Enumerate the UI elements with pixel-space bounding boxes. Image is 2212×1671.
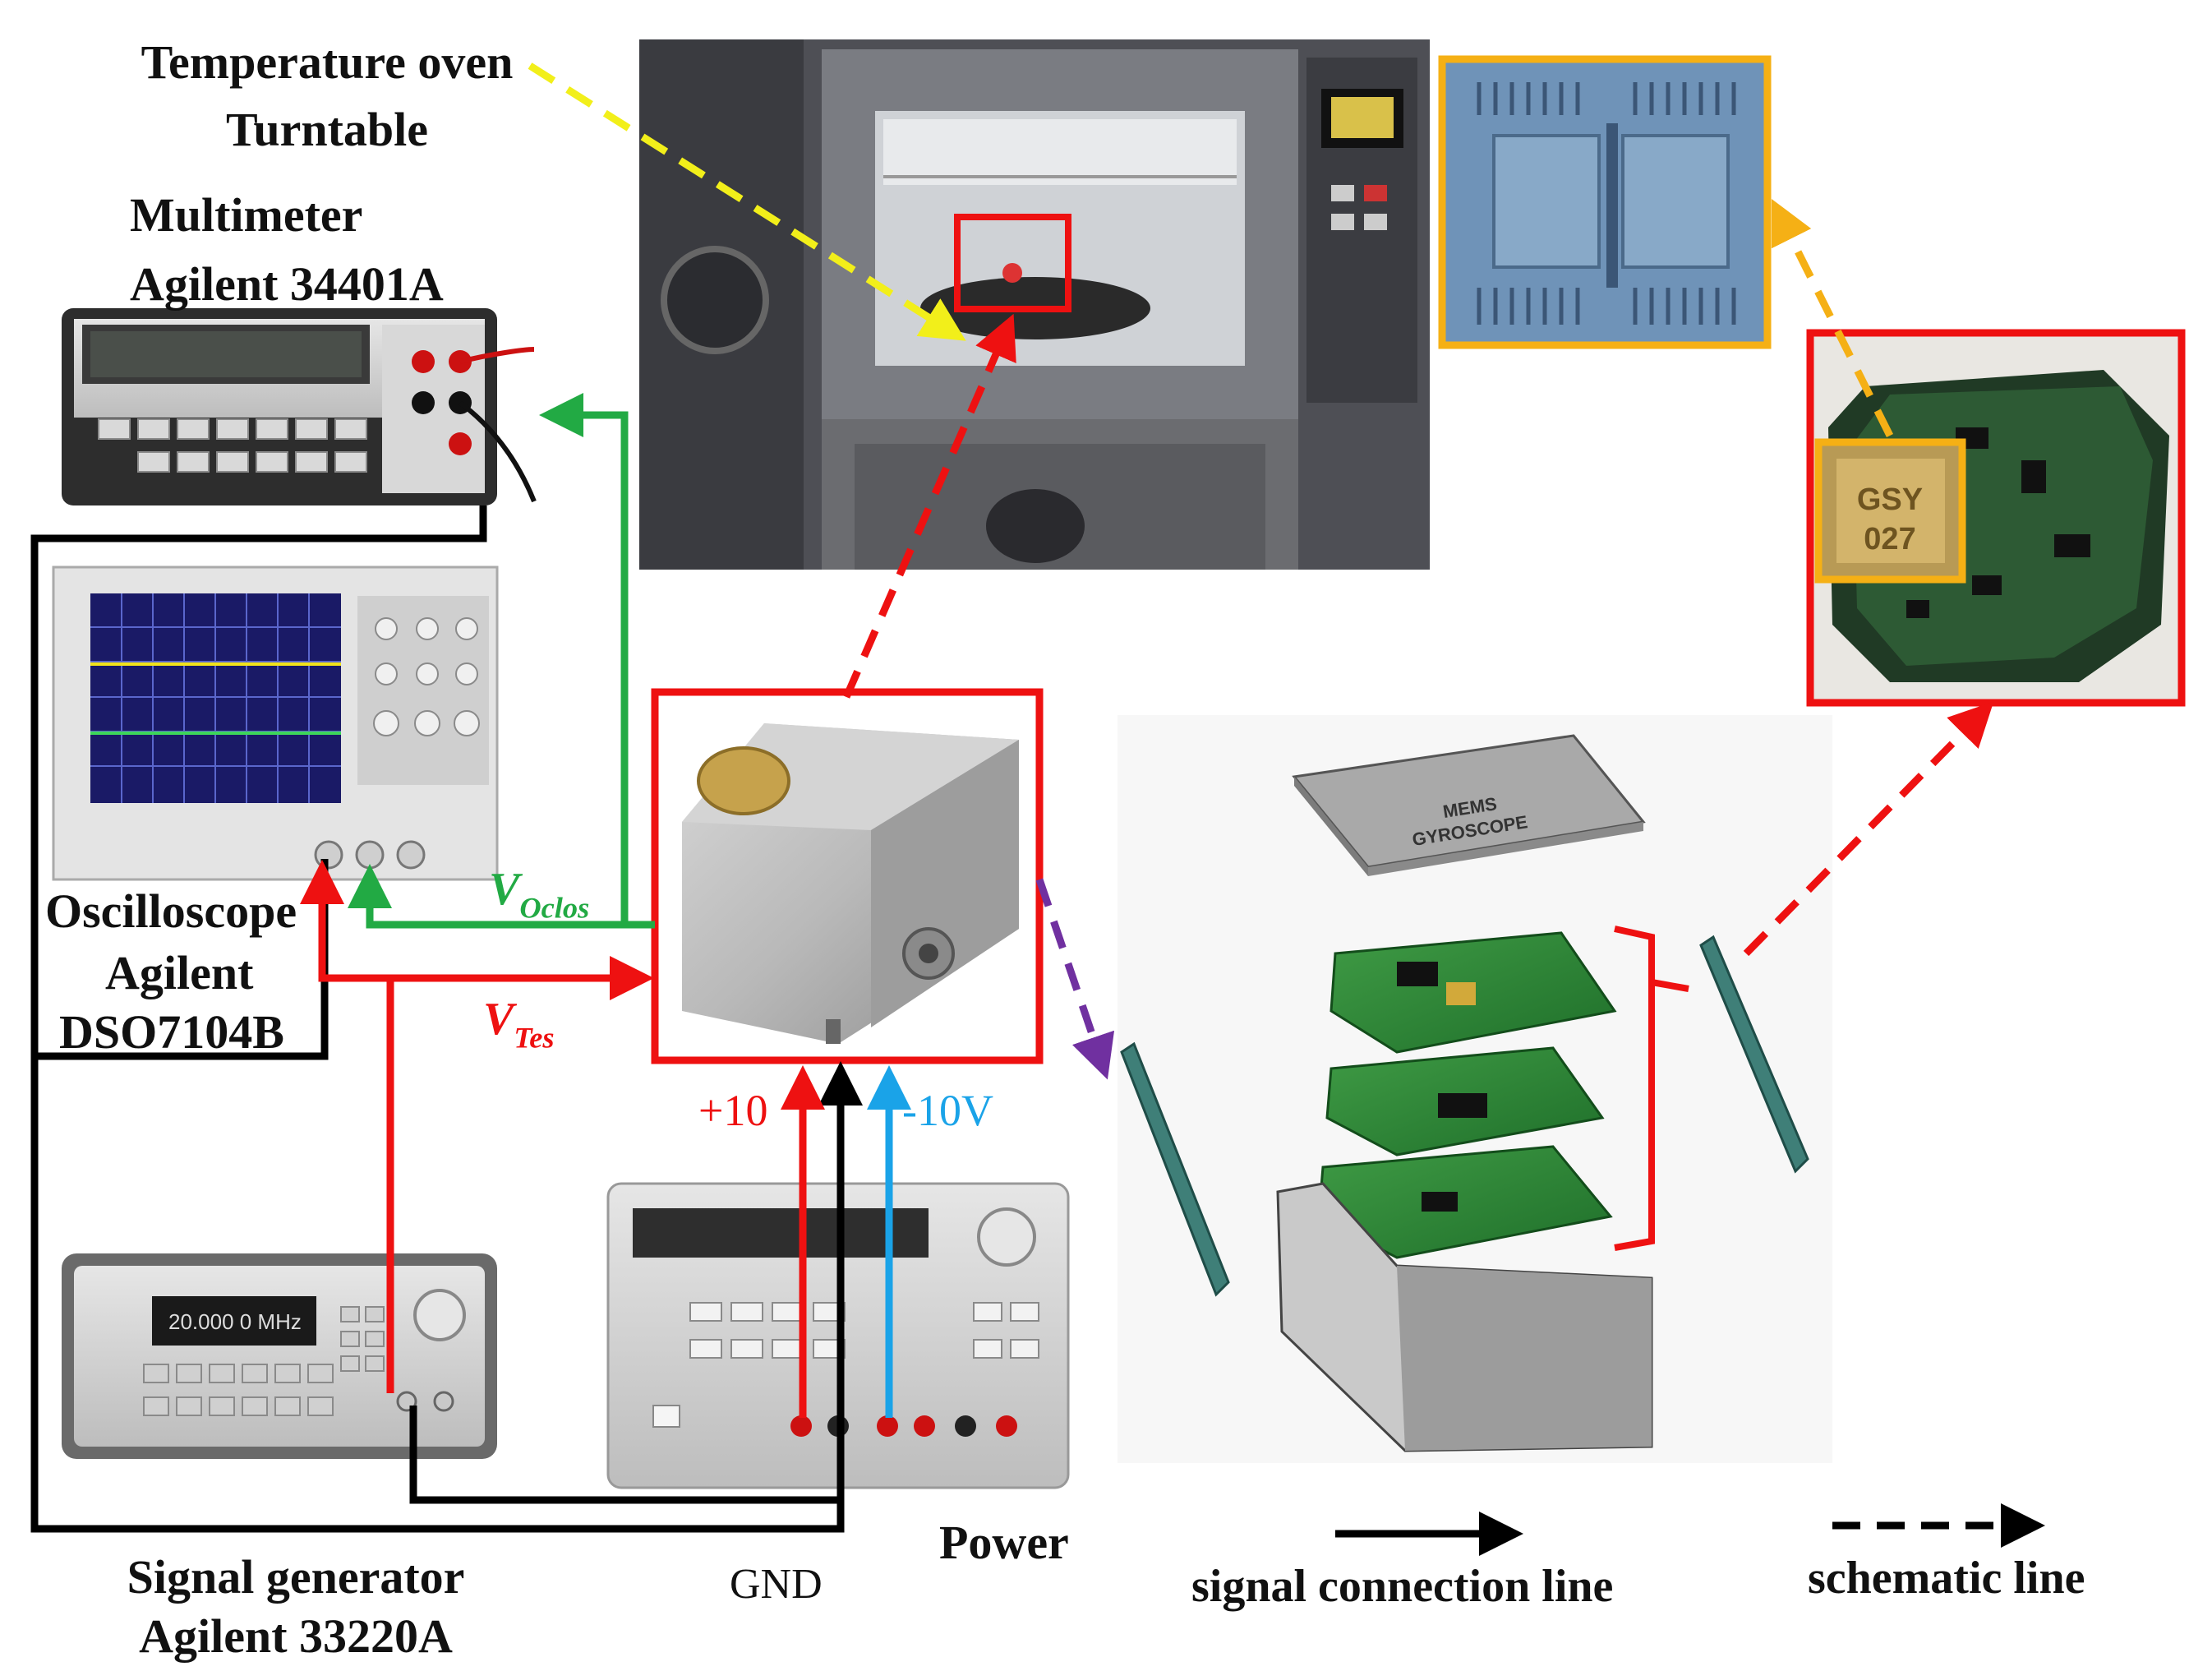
multimeter-device (62, 308, 537, 505)
oscilloscope-label-line1: Oscilloscope (45, 884, 297, 938)
gyro-housing-photo (651, 688, 1044, 1064)
legend-schematic-label: schematic line (1808, 1553, 2085, 1604)
multimeter-label-line1: Multimeter (130, 188, 363, 242)
oscilloscope-label-line3: DSO7104B (59, 1005, 284, 1059)
oven-label-line2: Turntable (225, 103, 429, 156)
chip-marking-line2: 027 (1864, 522, 1915, 556)
signal-generator-display: 20.000 0 MHz (168, 1309, 302, 1334)
oscilloscope-label-line2: Agilent (105, 946, 254, 999)
red-cad-to-board-dashed (1743, 701, 1994, 957)
v-oclos-label: VOclos (489, 864, 590, 925)
schematic-lines (528, 62, 1994, 1080)
oven-label-line1: Temperature oven (141, 35, 514, 89)
temperature-oven-photo (639, 39, 1430, 570)
signal-generator-label-line2: Agilent 33220A (139, 1609, 453, 1663)
legend (1335, 1503, 2045, 1556)
black-siggen-line (409, 1406, 838, 1504)
mems-die-micrograph (1438, 55, 1772, 349)
yellow-oven-dashed (528, 62, 966, 341)
signal-lines (30, 393, 911, 1533)
black-loop-line (30, 505, 863, 1533)
purple-housing-to-cad-dashed (1035, 878, 1115, 1080)
signal-generator-device: 20.000 0 MHz (62, 1253, 497, 1459)
chip-marking-line1: GSY (1857, 482, 1923, 517)
multimeter-label-line2: Agilent 34401A (130, 257, 444, 311)
gnd-label: GND (730, 1561, 823, 1608)
minus10v-label: -10V (902, 1086, 993, 1135)
green-to-multimeter (539, 393, 629, 925)
plus10-label: +10 (698, 1086, 768, 1135)
legend-signal-label: signal connection line (1191, 1561, 1614, 1612)
oscilloscope-device (52, 565, 499, 881)
power-label: Power (939, 1516, 1069, 1569)
v-tes-label: VTes (483, 994, 555, 1055)
exploded-cad-view: MEMS GYROSCOPE (1118, 715, 1832, 1463)
green-voclos-line (348, 864, 655, 929)
signal-generator-label-line1: Signal generator (127, 1550, 465, 1604)
red-housing-to-oven-dashed (842, 313, 1016, 699)
